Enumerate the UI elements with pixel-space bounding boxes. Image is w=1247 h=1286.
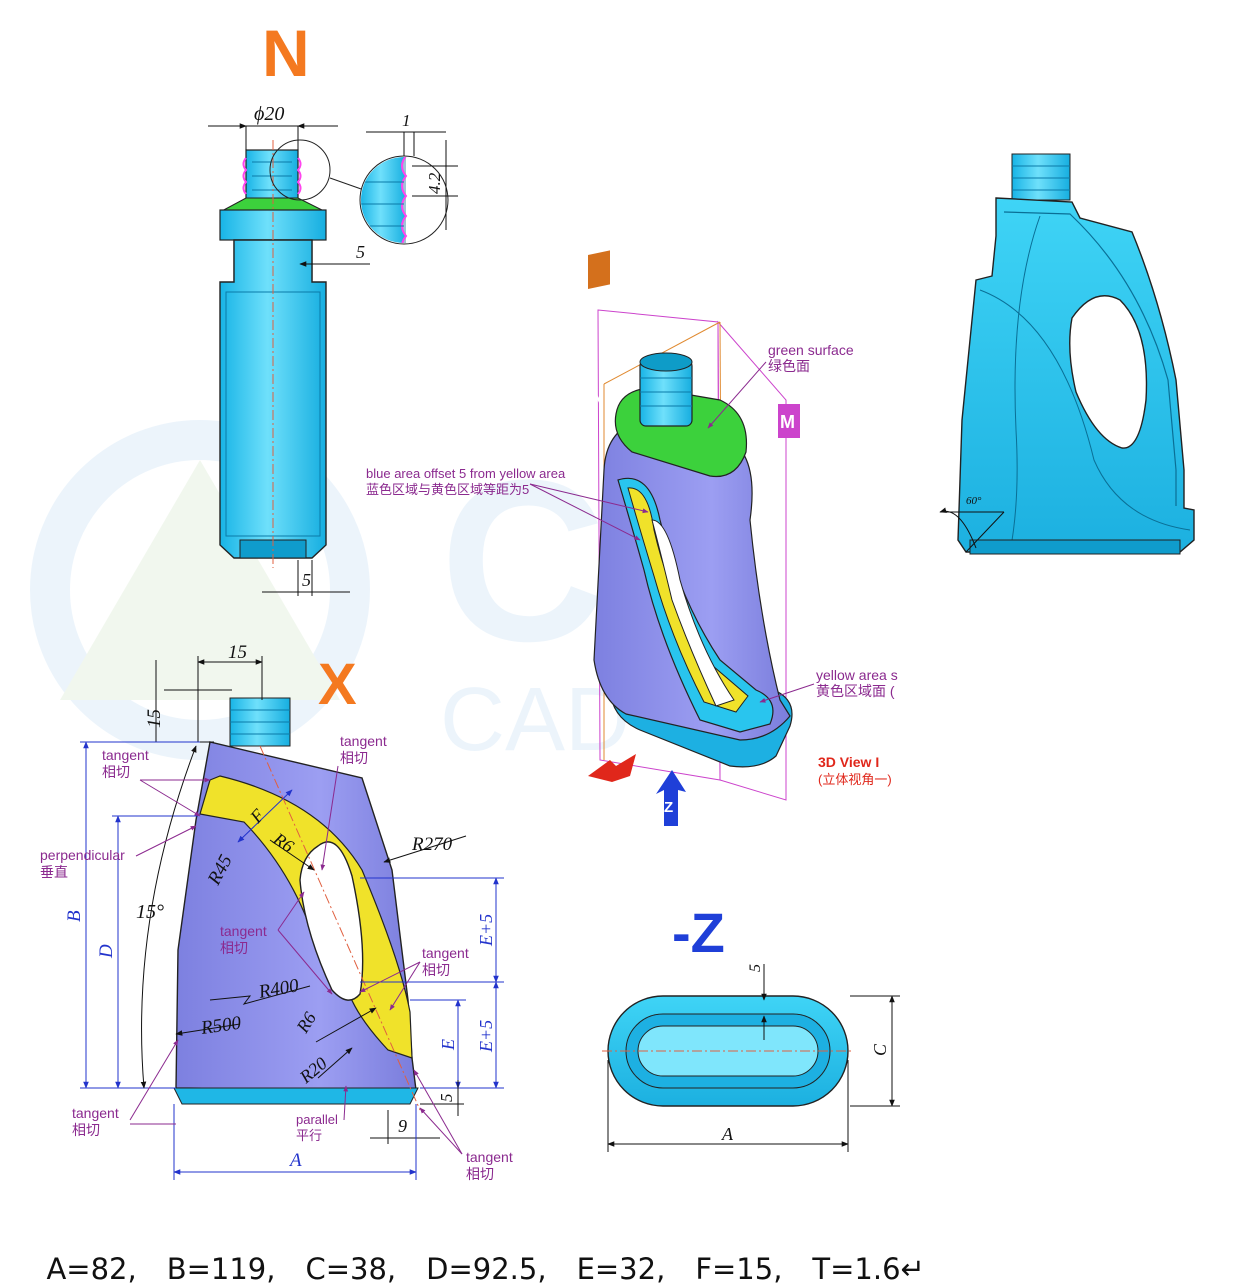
note-tangent-5: tangent bbox=[72, 1105, 119, 1121]
note-tangent-6: tangent bbox=[466, 1149, 513, 1165]
param-b: B=119, bbox=[166, 1252, 276, 1286]
note-blue-area: blue area offset 5 from yellow area bbox=[366, 466, 566, 481]
svg-text:相切: 相切 bbox=[220, 940, 248, 956]
dim-x-a: A bbox=[288, 1150, 302, 1171]
dim-e5-upper: E+5 bbox=[476, 914, 496, 947]
svg-text:相切: 相切 bbox=[72, 1122, 100, 1138]
dim-x-15-vert: 15 bbox=[144, 709, 165, 728]
thread-detail bbox=[359, 155, 449, 245]
handle-hole bbox=[299, 841, 364, 1001]
svg-text:绿色面: 绿色面 bbox=[768, 358, 810, 374]
note-perpendicular: perpendicular bbox=[40, 847, 125, 863]
note-tangent-3: tangent bbox=[220, 923, 267, 939]
view-n: N ϕ20 5 5 bbox=[208, 16, 458, 596]
dim-z-5: 5 bbox=[747, 964, 764, 972]
svg-text:(立体视角一): (立体视角一) bbox=[818, 772, 892, 787]
side-handle-hole bbox=[1069, 295, 1148, 449]
dim-z-a: A bbox=[721, 1124, 734, 1144]
view-3d: N M Z green surface 绿色面 blue area offset… bbox=[366, 250, 898, 826]
view-n-label: N bbox=[262, 16, 310, 90]
view-z: -Z 5 C A bbox=[602, 901, 900, 1152]
svg-text:相切: 相切 bbox=[102, 764, 130, 780]
dim-e: E bbox=[438, 1039, 458, 1051]
view-x: X 15 15 B D 15° R45 F bbox=[40, 642, 513, 1182]
note-yellow-area: yellow area s bbox=[816, 667, 898, 683]
param-c: C=38, bbox=[305, 1252, 397, 1286]
svg-text:CAD: CAD bbox=[440, 670, 630, 770]
note-tangent-2: tangent bbox=[340, 733, 387, 749]
dim-dia20: ϕ20 bbox=[254, 103, 284, 125]
dim-z-c: C bbox=[870, 1043, 890, 1056]
param-e: E=32, bbox=[576, 1252, 666, 1286]
dim-r270: R270 bbox=[411, 834, 453, 855]
view-side-section: 60° bbox=[939, 153, 1195, 555]
dim-x-15deg: 15° bbox=[136, 901, 164, 923]
dim-4-2: 4.2 bbox=[425, 172, 444, 194]
svg-text:相切: 相切 bbox=[340, 750, 368, 766]
dim-e5-lower: E+5 bbox=[476, 1020, 496, 1053]
param-t: T=1.6↵ bbox=[812, 1252, 925, 1286]
note-tangent-4: tangent bbox=[422, 945, 469, 961]
view-3d-title: 3D View I bbox=[818, 754, 879, 770]
svg-text:相切: 相切 bbox=[466, 1166, 494, 1182]
x-axis-arrow-icon bbox=[588, 754, 636, 782]
param-a: A=82, bbox=[46, 1252, 137, 1286]
parameter-list: A=82, B=119, C=38, D=92.5, E=32, F=15, T=1.6↵ bbox=[28, 1218, 955, 1286]
note-parallel: parallel bbox=[296, 1112, 338, 1127]
param-d: D=92.5, bbox=[426, 1252, 547, 1286]
dim-x-b: B bbox=[64, 910, 85, 922]
3d-tag-m: M bbox=[780, 412, 795, 432]
neck bbox=[245, 149, 299, 201]
svg-text:平行: 平行 bbox=[296, 1128, 322, 1143]
3d-tag-z: Z bbox=[664, 799, 673, 816]
view-z-label: -Z bbox=[672, 901, 725, 964]
param-f: F=15, bbox=[695, 1252, 783, 1286]
dim-x-d: D bbox=[96, 944, 117, 959]
svg-text:黄色区域面 (: 黄色区域面 ( bbox=[816, 683, 895, 699]
note-tangent-1: tangent bbox=[102, 747, 149, 763]
dim-bottom-5: 5 bbox=[302, 570, 311, 590]
z-axis-arrow-icon bbox=[656, 770, 686, 826]
dim-x-15-horiz: 15 bbox=[228, 642, 247, 663]
svg-text:蓝色区域与黄色区域等距为5: 蓝色区域与黄色区域等距为5 bbox=[366, 482, 529, 497]
svg-text:垂直: 垂直 bbox=[40, 864, 68, 880]
3d-tag-n: N bbox=[591, 388, 604, 408]
note-green-surface: green surface bbox=[768, 342, 854, 358]
dim-x-5: 5 bbox=[437, 1094, 456, 1103]
dim-60deg: 60° bbox=[966, 495, 982, 507]
dim-1: 1 bbox=[402, 111, 411, 130]
view-x-label: X bbox=[318, 652, 357, 717]
dim-wall-5: 5 bbox=[356, 242, 365, 262]
dim-x-9: 9 bbox=[398, 1116, 407, 1136]
side-neck bbox=[1011, 153, 1071, 201]
svg-text:相切: 相切 bbox=[422, 962, 450, 978]
